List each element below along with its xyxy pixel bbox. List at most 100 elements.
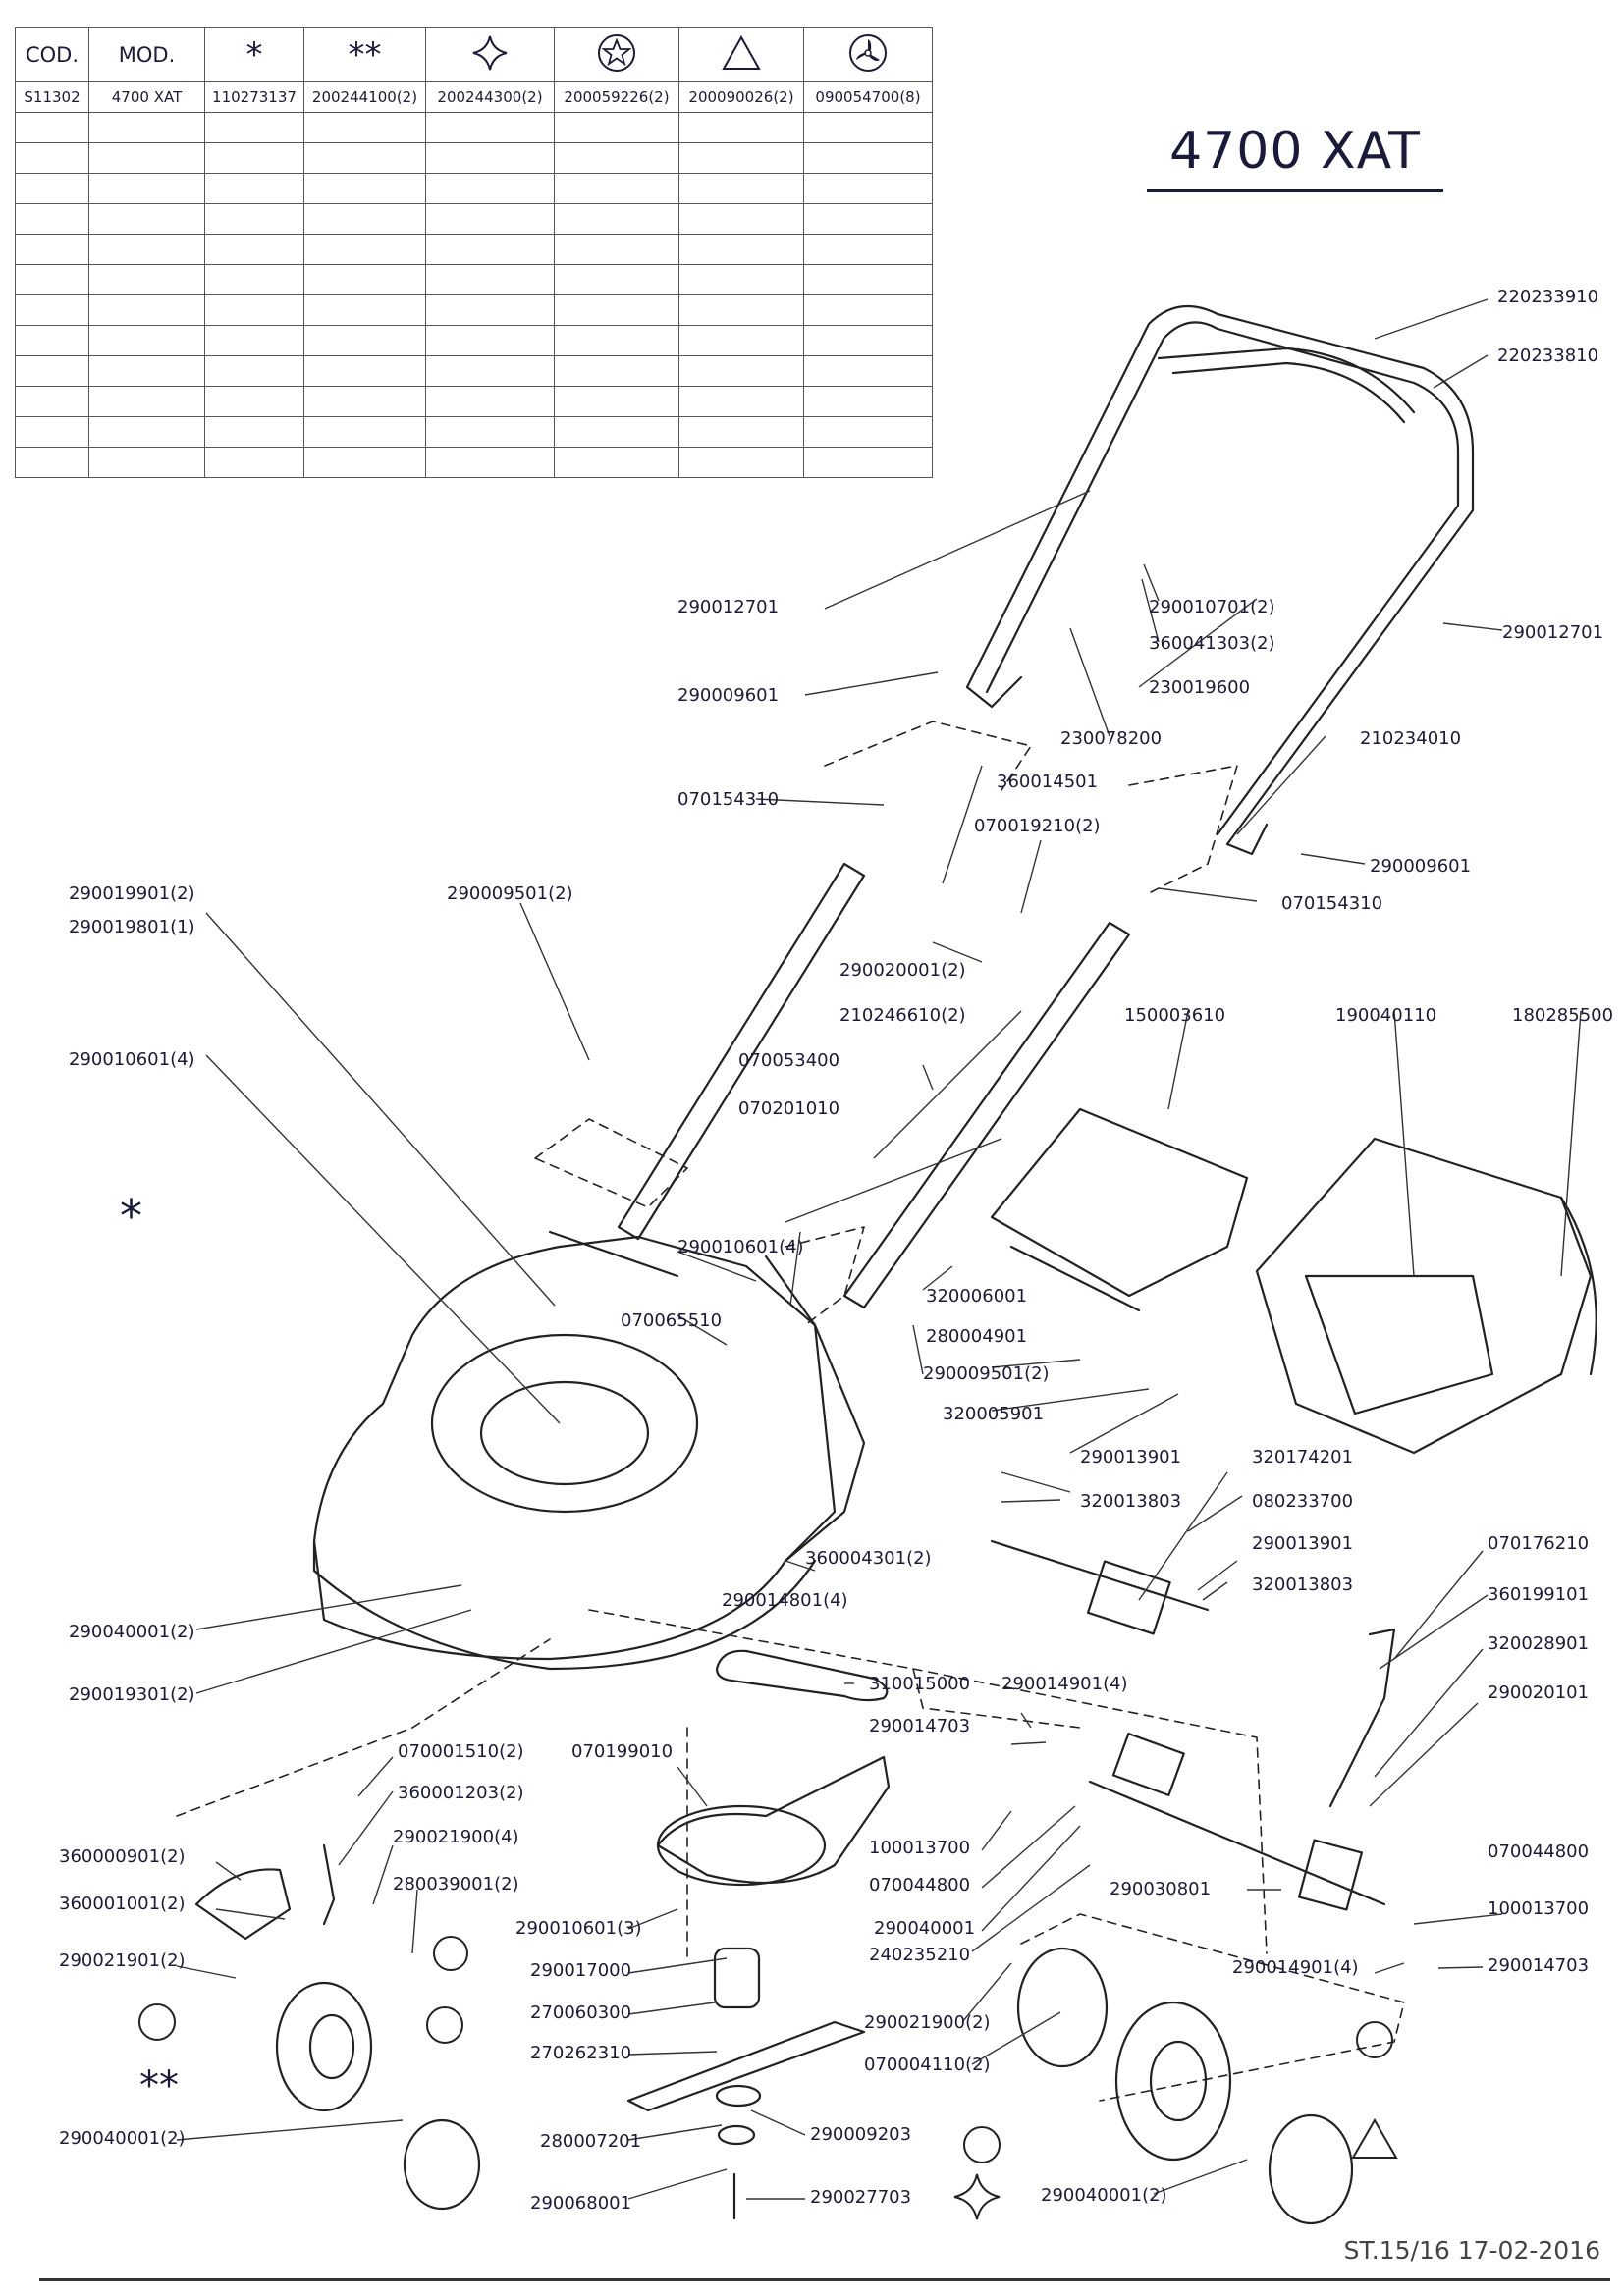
header-double-star: ** [303,27,426,82]
cell-single-star: 110273137 [204,81,304,113]
triangle-marker-icon [1351,2118,1398,2159]
part-label: 290009501(2) [447,883,573,904]
part-label: 290021901(2) [59,1950,186,1971]
part-label: 070044800 [869,1875,970,1896]
table-empty-cell [204,294,304,326]
part-label: 070065510 [621,1310,722,1331]
part-label: 290027703 [810,2187,911,2208]
part-label: 290009501(2) [923,1363,1050,1384]
deck-star-marker: * [120,1190,142,1243]
part-label: 290009203 [810,2124,911,2145]
part-label: 290012701 [677,597,779,617]
table-empty-cell [803,203,933,235]
double-star-symbol: ** [348,35,382,75]
part-label: 320013803 [1080,1491,1181,1512]
part-label: 290010601(4) [69,1049,195,1070]
table-empty-cell [425,447,555,478]
table-empty-row [15,234,933,265]
part-label: 290013901 [1252,1533,1353,1554]
header-single-star: * [204,27,304,82]
part-label: 070154310 [1281,893,1382,914]
tri-blade-marker-icon [433,1936,468,1971]
table-empty-cell [88,447,205,478]
parts-table: COD. MOD. * ** S113 [15,27,933,478]
part-label: 210234010 [1360,728,1461,749]
part-label: 290020101 [1488,1682,1589,1703]
grass-deflector-drawing [990,1107,1249,1312]
table-empty-cell [15,386,89,417]
table-header-row: COD. MOD. * ** [15,27,933,82]
part-label: 290013901 [1080,1447,1181,1468]
table-empty-row [15,264,933,295]
table-empty-cell [554,173,679,204]
part-label: 070053400 [738,1050,839,1071]
part-label: 070199010 [571,1741,673,1762]
part-label: 320006001 [926,1286,1027,1307]
part-label: 290017000 [530,1960,631,1981]
table-empty-cell [678,325,804,356]
part-label: 180285500 [1512,1005,1613,1026]
leader-lines [176,298,1582,2200]
blade-assembly-drawing [626,1755,891,2220]
part-label: 360199101 [1488,1584,1589,1605]
table-empty-row [15,173,933,204]
part-label: 360001203(2) [398,1783,524,1803]
table-empty-cell [303,142,426,174]
table-empty-cell [803,447,933,478]
circled-star-marker-icon [426,2006,463,2044]
cell-triangle: 200090026(2) [678,81,804,113]
circled-star-icon [598,33,635,72]
part-label: 290009601 [1370,856,1471,877]
left-wheel-drawing [194,1843,481,2211]
part-label: 080233700 [1252,1491,1353,1512]
table-empty-cell [425,355,555,387]
part-label: 290019801(1) [69,917,195,937]
table-empty-cell [803,325,933,356]
part-label: 290040001 [874,1918,975,1939]
table-empty-cell [678,386,804,417]
part-label: 070001510(2) [398,1741,524,1762]
part-label: 070019210(2) [974,816,1101,836]
table-empty-cell [204,142,304,174]
part-label: 310015000 [869,1674,970,1694]
table-empty-cell [678,447,804,478]
drive-lever-drawing [1328,1628,1396,1808]
table-empty-cell [803,355,933,387]
table-empty-cell [303,234,426,265]
part-label: 270060300 [530,2002,631,2023]
table-empty-cell [425,112,555,143]
table-empty-cell [554,234,679,265]
part-label: 230078200 [1060,728,1162,749]
part-label: 290014801(4) [722,1590,848,1611]
part-label: 070044800 [1488,1842,1589,1862]
title-underline [1147,189,1443,192]
part-label: 290014703 [869,1716,970,1736]
header-circled-star [554,27,679,82]
cell-mod: 4700 XAT [88,81,205,113]
table-empty-row [15,325,933,356]
part-label: 070201010 [738,1098,839,1119]
part-label: 070176210 [1488,1533,1589,1554]
part-label: 360004301(2) [805,1548,932,1569]
part-label: 290012701 [1502,622,1603,643]
tri-blade-marker-icon [138,2003,176,2041]
part-label: 360001001(2) [59,1894,186,1914]
single-star-symbol: * [245,35,263,75]
part-label: 290030801 [1110,1879,1211,1899]
table-empty-cell [803,173,933,204]
table-empty-cell [425,142,555,174]
part-label: 290040001(2) [1041,2185,1167,2206]
four-point-star-marker-icon [953,2173,1001,2220]
part-label: 360041303(2) [1149,633,1275,654]
table-empty-cell [303,112,426,143]
part-label: 290014703 [1488,1955,1589,1976]
part-label: 280004901 [926,1326,1027,1347]
part-label: 290010601(4) [677,1237,804,1257]
table-empty-cell [204,264,304,295]
header-mod: MOD. [88,27,205,82]
gearbox-axle-drawing [990,1539,1386,1911]
table-empty-cell [803,294,933,326]
cell-cod: S11302 [15,81,89,113]
part-label: 290010601(3) [515,1918,642,1939]
